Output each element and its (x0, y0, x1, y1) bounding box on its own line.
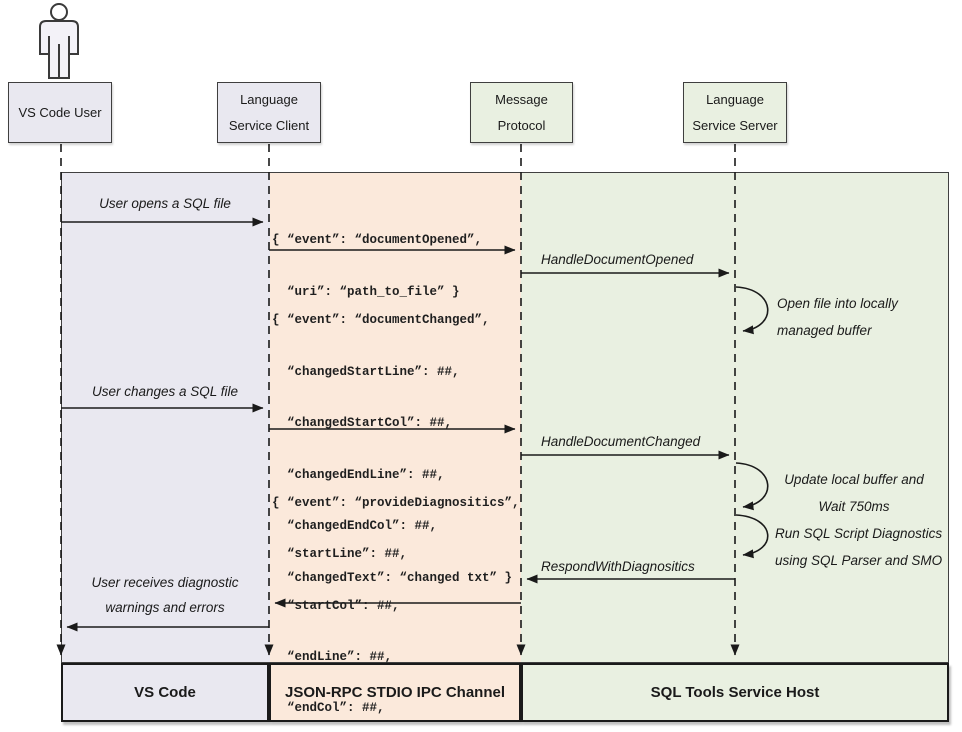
actor-label-line1: Language (706, 91, 764, 107)
band-service-host (520, 173, 948, 662)
label-respond-with-diagnostics: RespondWithDiagnositics (541, 559, 695, 574)
note-line: User receives diagnostic (91, 575, 239, 590)
note-line: warnings and errors (105, 600, 225, 615)
footer-label: SQL Tools Service Host (650, 684, 820, 701)
footer-label: JSON-RPC STDIO IPC Channel (284, 684, 506, 701)
label-user-opens: User opens a SQL file (99, 196, 231, 211)
json-line: { “event”: “provideDiagnositics”, (272, 496, 520, 510)
note-line: Open file into locally (777, 296, 898, 311)
note-line: Wait 750ms (818, 499, 890, 514)
band-ipc-channel (269, 173, 521, 662)
actor-language-service-client: Language Service Client (217, 82, 321, 143)
actor-label-line2: Service Client (228, 117, 310, 133)
json-line: “endCol”: ##, (272, 701, 385, 716)
person-head (50, 3, 68, 21)
json-provide-diagnostics: { “event”: “provideDiagnositics”, “start… (272, 464, 520, 732)
person-icon (39, 3, 79, 79)
actor-label-line1: Language (240, 91, 298, 107)
footer-ipc-channel: JSON-RPC STDIO IPC Channel (269, 663, 521, 722)
json-document-opened: { “event”: “documentOpened”, “uri”: “pat… (272, 200, 482, 332)
footer-label: VS Code (134, 684, 196, 701)
note-line: using SQL Parser and SMO (775, 553, 943, 568)
note-line: Run SQL Script Diagnostics (775, 526, 943, 541)
label-user-receives: User receives diagnostic warnings and er… (61, 570, 269, 620)
json-document-changed: { “event”: “documentChanged”, “changedSt… (272, 281, 512, 619)
note-run-diagnostics: Run SQL Script Diagnostics using SQL Par… (775, 520, 942, 574)
json-line: “endLine”: ##, (272, 649, 393, 664)
note-open-file: Open file into locally managed buffer (777, 290, 898, 344)
actor-language-service-server: Language Service Server (683, 82, 787, 143)
json-line: “changedEndLine”: ##, (272, 467, 445, 482)
label-handle-document-opened: HandleDocumentOpened (541, 252, 694, 267)
note-update-buffer: Update local buffer and Wait 750ms (770, 466, 938, 520)
json-line: “changedStartCol”: ##, (272, 416, 453, 431)
actor-label-line1: Message (495, 91, 548, 107)
label-handle-document-changed: HandleDocumentChanged (541, 434, 701, 449)
json-line: “uri”: “path_to_file” } (272, 285, 460, 299)
footer-service-host: SQL Tools Service Host (521, 663, 949, 722)
json-line: { “event”: “documentOpened”, (272, 233, 483, 247)
json-line: “changedStartLine”: ##, (272, 364, 460, 379)
actor-label-line2: Protocol (497, 117, 546, 133)
json-line: “changedEndCol”: ##, (272, 519, 438, 534)
footer-vscode: VS Code (61, 663, 269, 722)
actor-vscode-user: VS Code User (8, 82, 112, 143)
json-line: “startLine”: ##, (272, 547, 408, 562)
json-line: { “event”: “documentChanged”, (272, 313, 490, 327)
actor-label: VS Code User (18, 104, 102, 120)
band-vscode (62, 173, 270, 662)
actor-message-protocol: Message Protocol (470, 82, 573, 143)
json-line: “startCol”: ##, (272, 598, 400, 613)
note-line: Update local buffer and (784, 472, 924, 487)
note-line: managed buffer (777, 323, 872, 338)
label-user-changes: User changes a SQL file (91, 384, 239, 399)
actor-label-line2: Service Server (692, 117, 778, 133)
json-line: “changedText”: “changed txt” } (272, 570, 513, 585)
